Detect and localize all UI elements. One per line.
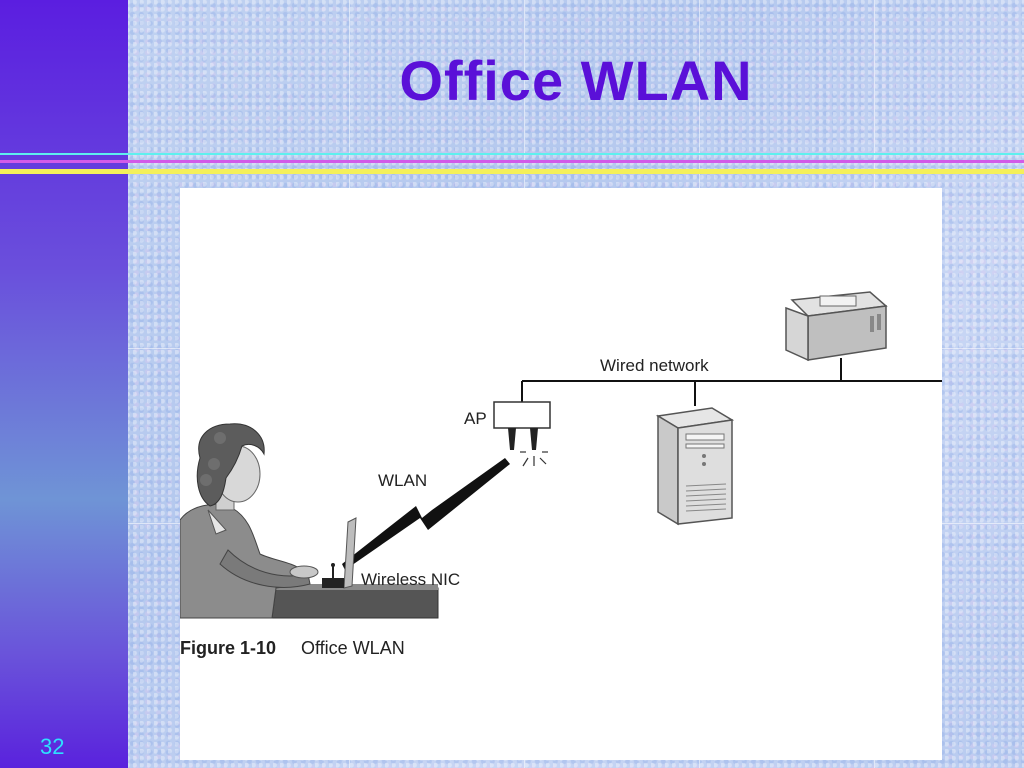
title-divider-yellow [0,169,1024,174]
wireless-nic-label: Wireless NIC [361,570,460,589]
server-tower-icon [655,407,735,526]
wired-network-label: Wired network [600,356,709,375]
title-divider-magenta [0,160,1024,163]
wlan-lightning-bolt [342,458,510,570]
wlan-label: WLAN [378,471,427,490]
figure-panel: Wired network [180,188,942,760]
printer-icon [785,291,888,362]
slide-sidebar: 32 [0,0,128,768]
figure-caption-text: Office WLAN [301,638,405,658]
ap-label: AP [464,409,487,428]
title-divider-cyan [0,153,1024,155]
wired-network-line [521,358,942,406]
access-point-icon [493,401,551,467]
office-wlan-diagram: Wired network [180,291,942,658]
slide-title: Office WLAN [399,49,753,112]
slide-number: 32 [40,734,65,759]
figure-caption-id: Figure 1-10 [180,638,276,658]
user-at-laptop-illustration [180,423,439,619]
